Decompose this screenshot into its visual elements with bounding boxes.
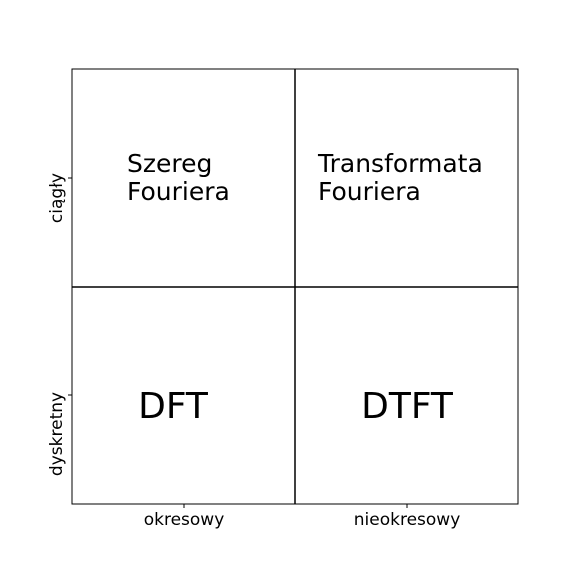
x-tick-label-nieokresowy: nieokresowy: [354, 510, 461, 530]
cell-dft: DFT: [138, 386, 209, 427]
cell-szereg-fouriera-line-2: Fouriera: [127, 177, 230, 206]
cell-transformata-fouriera-line-2: Fouriera: [318, 177, 421, 206]
y-tick-label-ciagly: ciągły: [47, 173, 67, 223]
cell-transformata-fouriera-line-1: Transformata: [317, 149, 483, 178]
cell-dtft: DTFT: [361, 386, 454, 427]
cell-szereg-fouriera-line-1: Szereg: [127, 149, 212, 178]
x-tick-label-okresowy: okresowy: [144, 510, 225, 530]
y-tick-label-dyskretny: dyskretny: [47, 392, 67, 476]
